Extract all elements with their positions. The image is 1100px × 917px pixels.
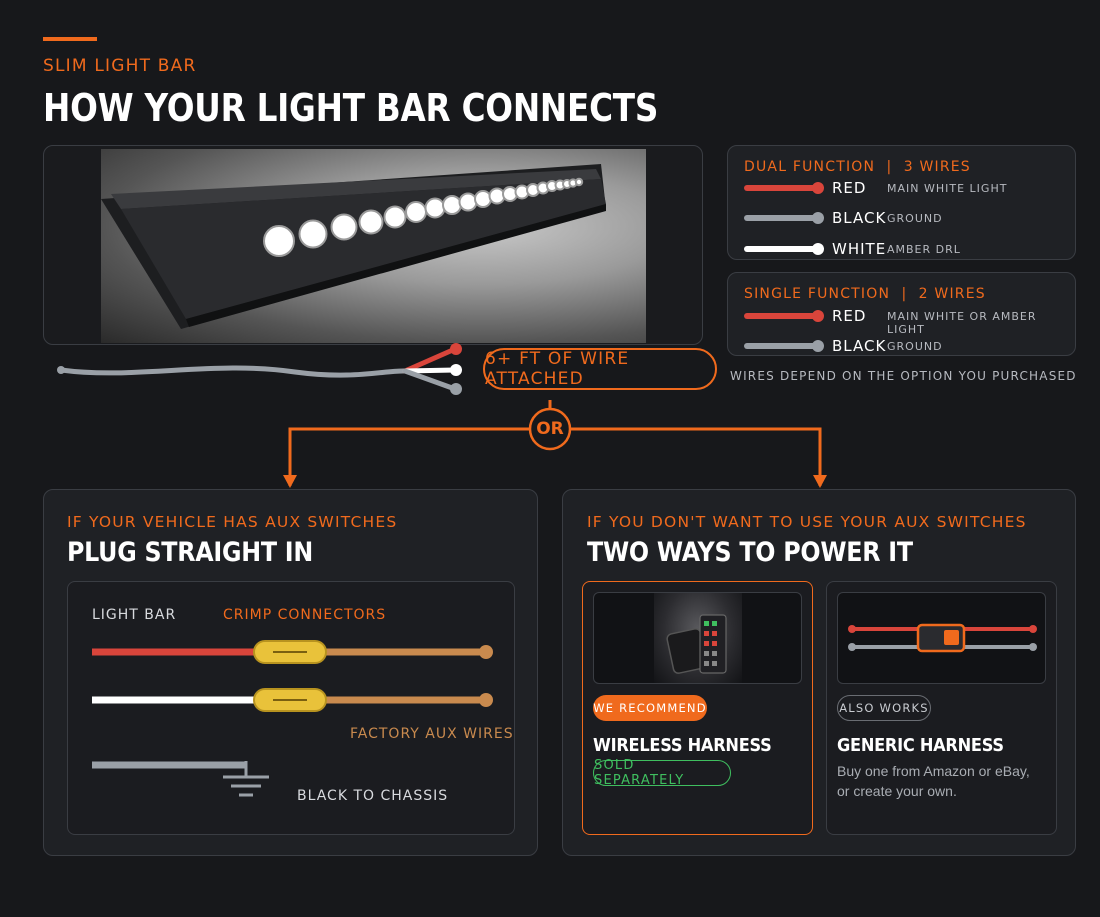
- wireless-harness-card[interactable]: WE RECOMMEND WIRELESS HARNESS SOLD SEPAR…: [582, 581, 813, 835]
- generic-harness-illustration: [848, 623, 1037, 653]
- single-red-label: RED: [832, 307, 867, 325]
- dual-red-desc: MAIN WHITE LIGHT: [887, 182, 1008, 195]
- light-bar-image: [101, 164, 606, 329]
- wireless-harness-thumbnail: [593, 592, 802, 684]
- we-recommend-badge: WE RECOMMEND: [593, 695, 707, 721]
- single-function-card: SINGLE FUNCTION | 2 WIRES RED MAIN WHITE…: [727, 272, 1076, 356]
- left-panel-eyebrow: IF YOUR VEHICLE HAS AUX SWITCHES: [67, 513, 398, 531]
- factory-aux-wires-label: FACTORY AUX WIRES: [350, 726, 514, 742]
- two-ways-panel: IF YOU DON'T WANT TO USE YOUR AUX SWITCH…: [562, 489, 1076, 856]
- right-panel-eyebrow: IF YOU DON'T WANT TO USE YOUR AUX SWITCH…: [587, 513, 1027, 531]
- wireless-harness-image: [666, 614, 727, 674]
- crimp-wiring-diagram: [92, 640, 493, 797]
- dual-black-desc: GROUND: [887, 212, 943, 225]
- generic-harness-desc: Buy one from Amazon or eBay, or create y…: [837, 761, 1030, 801]
- wires-note: WIRES DEPEND ON THE OPTION YOU PURCHASED: [730, 369, 1077, 383]
- or-branch-connector: [283, 400, 827, 488]
- dual-function-title: DUAL FUNCTION | 3 WIRES: [744, 159, 971, 175]
- crimp-diagram-card: LIGHT BAR CRIMP CONNECTORS FACTORY AUX W…: [67, 581, 515, 835]
- wire-attached-badge: 6+ FT OF WIRE ATTACHED: [483, 348, 717, 390]
- header-eyebrow: SLIM LIGHT BAR: [43, 56, 197, 76]
- generic-harness-card[interactable]: ALSO WORKS GENERIC HARNESS Buy one from …: [826, 581, 1057, 835]
- single-black-label: BLACK: [832, 337, 887, 355]
- page-title: HOW YOUR LIGHT BAR CONNECTS: [43, 86, 659, 130]
- generic-harness-thumbnail: [837, 592, 1046, 684]
- single-red-wire-end: [812, 310, 824, 322]
- black-to-chassis-label: BLACK TO CHASSIS: [297, 788, 449, 804]
- header-accent-bar: [43, 37, 97, 41]
- single-function-title: SINGLE FUNCTION | 2 WIRES: [744, 286, 986, 302]
- light-bar-photo-frame: [43, 145, 703, 345]
- dual-black-wire-end: [812, 212, 824, 224]
- crimp-connectors-label: CRIMP CONNECTORS: [223, 607, 387, 623]
- single-red-wire: [744, 313, 818, 319]
- dual-red-wire: [744, 185, 818, 191]
- wireless-harness-title: WIRELESS HARNESS: [593, 735, 772, 756]
- attached-wire-illustration: [57, 343, 462, 395]
- dual-white-label: WHITE: [832, 240, 887, 258]
- generic-harness-desc-line1: Buy one from Amazon or eBay,: [837, 763, 1030, 779]
- dual-white-wire: [744, 246, 818, 252]
- right-panel-title: TWO WAYS TO POWER IT: [587, 537, 913, 568]
- generic-harness-title: GENERIC HARNESS: [837, 735, 1004, 756]
- dual-black-label: BLACK: [832, 209, 887, 227]
- light-bar-label: LIGHT BAR: [92, 607, 177, 623]
- also-works-badge: ALSO WORKS: [837, 695, 931, 721]
- dual-function-card: DUAL FUNCTION | 3 WIRES RED MAIN WHITE L…: [727, 145, 1076, 260]
- plug-straight-in-panel: IF YOUR VEHICLE HAS AUX SWITCHES PLUG ST…: [43, 489, 538, 856]
- dual-white-desc: AMBER DRL: [887, 243, 961, 256]
- left-panel-title: PLUG STRAIGHT IN: [67, 537, 313, 568]
- dual-white-wire-end: [812, 243, 824, 255]
- or-label: OR: [536, 419, 564, 439]
- dual-red-label: RED: [832, 179, 867, 197]
- single-black-wire: [744, 343, 818, 349]
- dual-black-wire: [744, 215, 818, 221]
- light-bar-photo: [101, 149, 646, 343]
- sold-separately-tag: SOLD SEPARATELY: [593, 758, 731, 788]
- single-black-desc: GROUND: [887, 340, 943, 353]
- dual-red-wire-end: [812, 182, 824, 194]
- single-black-wire-end: [812, 340, 824, 352]
- generic-harness-desc-line2: or create your own.: [837, 783, 957, 799]
- single-red-desc: MAIN WHITE OR AMBER LIGHT: [887, 310, 1037, 336]
